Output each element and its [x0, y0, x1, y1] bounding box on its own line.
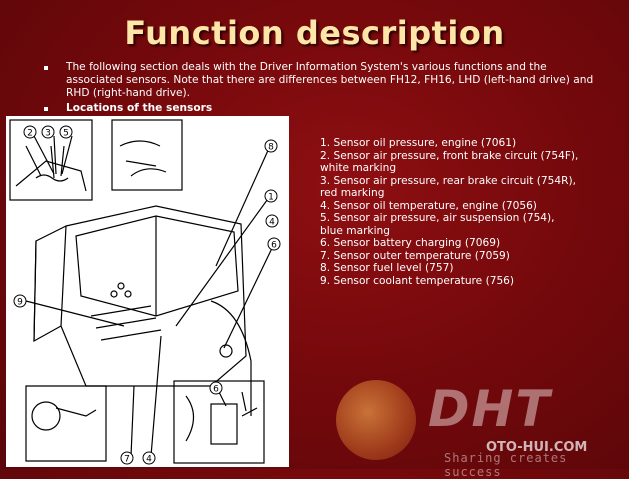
- legend-item: 6. Sensor battery charging (7069): [320, 237, 501, 249]
- truck-sensor-diagram: 2 3 5 8 1 4 6 9 6 7 4: [6, 116, 289, 467]
- callout-marker: [13, 294, 27, 308]
- legend-item: 5. Sensor air pressure, air suspension (…: [320, 212, 555, 237]
- legend-item: 8. Sensor fuel level (757): [320, 262, 454, 274]
- slide: Function description The following secti…: [6, 14, 626, 479]
- truck-cab-outline: [60, 205, 247, 387]
- bullet-intro: The following section deals with the Dri…: [44, 61, 604, 100]
- bullet-marker-icon: [44, 66, 48, 70]
- callout-label: 7: [124, 455, 130, 465]
- legend-item: 2. Sensor air pressure, front brake circ…: [320, 149, 579, 175]
- callout-label: 9: [17, 298, 23, 308]
- callout-label: 6: [271, 241, 277, 251]
- callout-marker: [59, 125, 73, 139]
- bullet-list: The following section deals with the Dri…: [44, 61, 604, 117]
- watermark-brand: DHT: [428, 380, 552, 438]
- bullet-locations: Locations of the sensors: [44, 102, 604, 115]
- callout-marker: [120, 451, 134, 465]
- inset-lower-right: [173, 380, 265, 464]
- callout-label: 8: [268, 143, 274, 153]
- inset-lower-left: [25, 385, 107, 462]
- watermark-logo-icon: [336, 380, 416, 460]
- watermark-tagline: Sharing creates success: [444, 451, 568, 479]
- watermark: DHT OTO-HUI.COM Sharing creates success: [336, 380, 626, 479]
- bullet-marker-icon: [44, 107, 48, 111]
- callout-marker: [41, 125, 55, 139]
- bullet-intro-text: The following section deals with the Dri…: [66, 61, 594, 99]
- watermark-site: OTO-HUI.COM: [486, 440, 588, 455]
- callout-marker: [23, 125, 37, 139]
- callout-label: 6: [213, 385, 219, 395]
- callout-label: 4: [146, 455, 152, 465]
- callout-marker: [142, 451, 156, 465]
- callout-label: 2: [27, 129, 33, 139]
- callout-label: 5: [63, 129, 69, 139]
- truck-windshield: [75, 215, 239, 317]
- inset-engine-sensors: [9, 119, 93, 201]
- callout-marker: [265, 214, 279, 228]
- callout-marker: [267, 237, 281, 251]
- slide-title: Function description: [124, 14, 505, 52]
- inset-fuel-sensor: [111, 119, 183, 191]
- callout-label: 4: [269, 218, 275, 228]
- callout-marker: [264, 189, 278, 203]
- callout-label: 3: [45, 129, 51, 139]
- legend-item: 7. Sensor outer temperature (7059): [320, 249, 510, 262]
- callout-label: 1: [268, 193, 274, 203]
- legend-item: 1. Sensor oil pressure, engine (7061): [320, 137, 517, 149]
- bullet-locations-text: Locations of the sensors: [66, 102, 213, 114]
- truck-line-drawing: 2 3 5 8 1 4 6 9 6 7 4: [9, 119, 281, 465]
- callout-marker: [209, 381, 223, 395]
- legend-item: 9. Sensor coolant temperature (756): [320, 274, 515, 287]
- legend-item: 3. Sensor air pressure, rear brake circu…: [320, 174, 576, 200]
- legend-item: 4. Sensor oil temperature, engine (7056): [320, 199, 537, 212]
- callout-marker: [264, 139, 278, 153]
- sensor-legend: 1. Sensor oil pressure, engine (7061) 2.…: [320, 137, 580, 287]
